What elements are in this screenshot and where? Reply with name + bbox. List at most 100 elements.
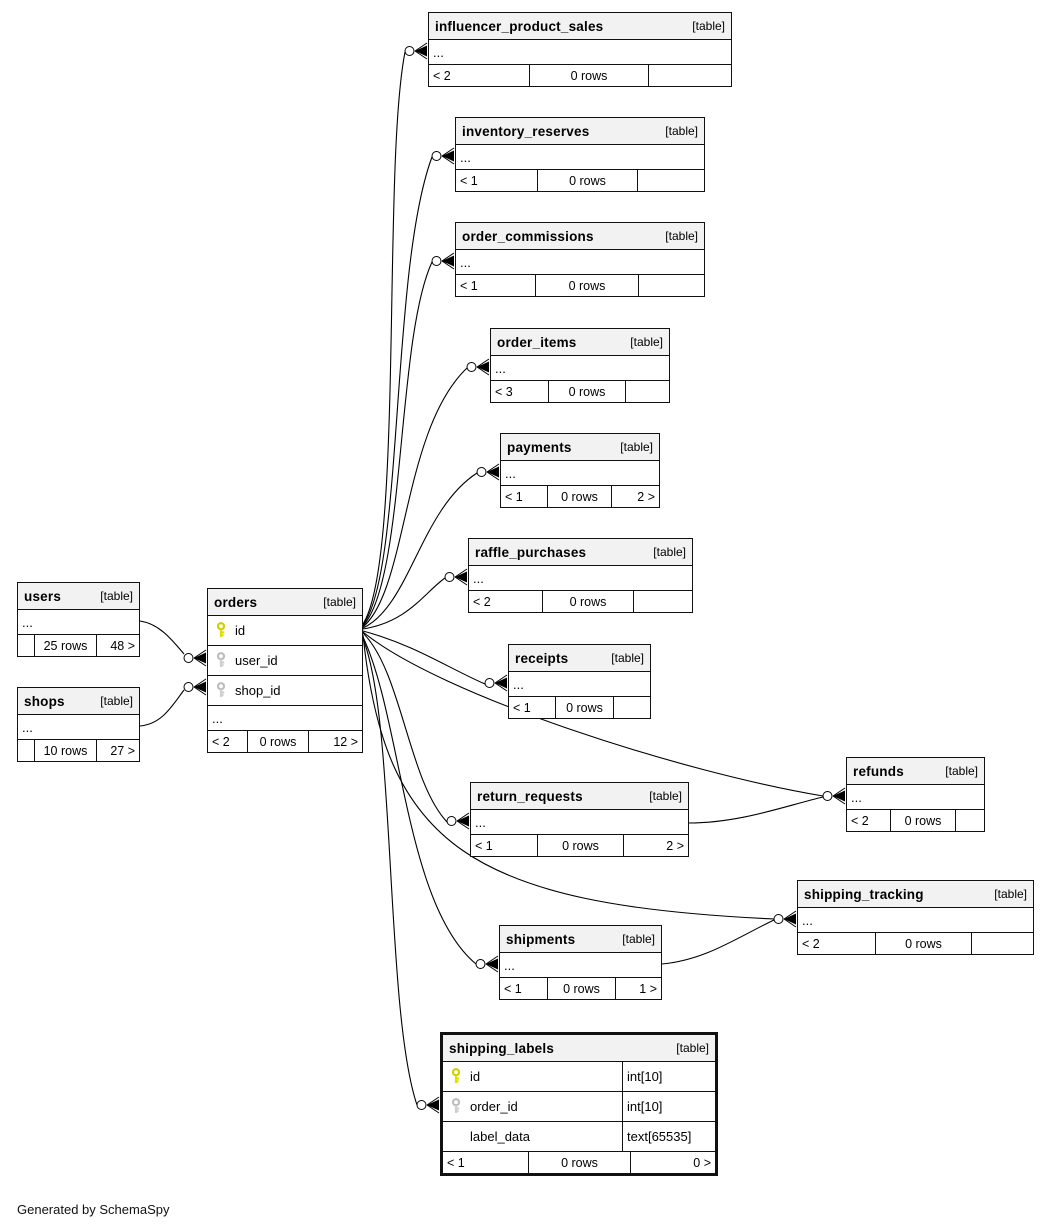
child-count bbox=[972, 933, 1033, 954]
table-name-link[interactable]: raffle_purchases bbox=[475, 544, 587, 560]
table-name-link[interactable]: shipments bbox=[506, 931, 576, 947]
child-count bbox=[639, 275, 704, 296]
parent-count: < 3 bbox=[495, 384, 513, 399]
child-count: 2 > bbox=[666, 838, 684, 853]
parent-count: < 1 bbox=[460, 173, 478, 188]
table-payments: payments [table] ... < 1 0 rows 2 > bbox=[500, 433, 660, 508]
edge-orders-influencer_product_sales bbox=[362, 51, 406, 625]
crowfoot-zero-many-icon bbox=[404, 42, 428, 60]
crowfoot-zero-many-icon bbox=[183, 649, 207, 667]
child-count bbox=[638, 170, 704, 191]
table-name-link[interactable]: shops bbox=[24, 693, 65, 709]
columns-ellipsis: ... bbox=[208, 706, 362, 731]
row-count: 0 rows bbox=[535, 275, 639, 296]
parent-count: < 2 bbox=[473, 594, 491, 609]
table-return_requests: return_requests [table] ... < 1 0 rows 2… bbox=[470, 782, 689, 857]
table-name-link[interactable]: receipts bbox=[515, 650, 569, 666]
table-name-link[interactable]: orders bbox=[214, 594, 258, 610]
columns-ellipsis: ... bbox=[18, 610, 139, 635]
parent-count: < 2 bbox=[212, 734, 230, 749]
row-count: 0 rows bbox=[529, 65, 649, 86]
row-count: 0 rows bbox=[537, 835, 624, 856]
table-raffle_purchases: raffle_purchases [table] ... < 2 0 rows bbox=[468, 538, 693, 613]
table-inventory_reserves: inventory_reserves [table] ... < 1 0 row… bbox=[455, 117, 705, 192]
no-key-icon bbox=[449, 1128, 462, 1145]
row-count: 0 rows bbox=[555, 697, 614, 718]
columns-ellipsis: ... bbox=[456, 145, 704, 170]
table-tag: [table] bbox=[100, 694, 133, 708]
columns-ellipsis: ... bbox=[456, 250, 704, 275]
table-tag: [table] bbox=[676, 1041, 709, 1055]
table-tag: [table] bbox=[323, 595, 356, 609]
table-name-link[interactable]: inventory_reserves bbox=[462, 123, 590, 139]
edge-return_requests-refunds bbox=[688, 796, 824, 824]
table-shipments: shipments [table] ... < 1 0 rows 1 > bbox=[499, 925, 662, 1000]
parent-count: < 2 bbox=[802, 936, 820, 951]
parent-count: < 1 bbox=[505, 489, 523, 504]
crowfoot-zero-many-icon bbox=[431, 252, 455, 270]
table-name-link[interactable]: payments bbox=[507, 439, 572, 455]
column-row: id bbox=[208, 616, 362, 646]
row-count: 0 rows bbox=[542, 591, 634, 612]
column-row: shop_id bbox=[208, 676, 362, 706]
row-count: 0 rows bbox=[875, 933, 972, 954]
crowfoot-zero-many-icon bbox=[484, 674, 508, 692]
table-receipts: receipts [table] ... < 1 0 rows bbox=[508, 644, 651, 719]
table-name-link[interactable]: shipping_labels bbox=[449, 1040, 555, 1056]
foreign-key-icon bbox=[449, 1098, 462, 1115]
edge-users-orders bbox=[139, 620, 185, 655]
primary-key-icon bbox=[214, 622, 227, 639]
child-count: 12 > bbox=[333, 734, 358, 749]
child-count bbox=[634, 591, 692, 612]
crowfoot-zero-many-icon bbox=[476, 463, 500, 481]
row-count: 0 rows bbox=[548, 381, 626, 402]
edge-orders-refunds bbox=[362, 631, 824, 797]
child-count bbox=[649, 65, 731, 86]
row-count: 0 rows bbox=[890, 810, 956, 831]
parent-count: < 1 bbox=[460, 278, 478, 293]
table-name-link[interactable]: refunds bbox=[853, 763, 904, 779]
edge-shops-orders bbox=[139, 689, 185, 727]
table-name-link[interactable]: order_commissions bbox=[462, 228, 594, 244]
table-orders: orders [table] id user_id shop_id ... < … bbox=[207, 588, 363, 753]
table-name-link[interactable]: shipping_tracking bbox=[804, 886, 924, 902]
child-count: 48 > bbox=[110, 638, 135, 653]
crowfoot-zero-many-icon bbox=[822, 787, 846, 805]
column-row: id int[10] bbox=[443, 1062, 715, 1092]
table-name-link[interactable]: influencer_product_sales bbox=[435, 18, 604, 34]
child-count bbox=[626, 381, 669, 402]
row-count: 10 rows bbox=[34, 740, 97, 761]
column-row: user_id bbox=[208, 646, 362, 676]
table-name-link[interactable]: users bbox=[24, 588, 62, 604]
column-name: shop_id bbox=[235, 683, 281, 698]
column-row: order_id int[10] bbox=[443, 1092, 715, 1122]
table-tag: [table] bbox=[945, 764, 978, 778]
columns-ellipsis: ... bbox=[509, 672, 650, 697]
primary-key-icon bbox=[449, 1068, 462, 1085]
table-name-link[interactable]: return_requests bbox=[477, 788, 583, 804]
table-tag: [table] bbox=[994, 887, 1027, 901]
child-count: 2 > bbox=[637, 489, 655, 504]
crowfoot-zero-many-icon bbox=[466, 358, 490, 376]
table-shops: shops [table] ... 10 rows 27 > bbox=[17, 687, 140, 762]
table-tag: [table] bbox=[100, 589, 133, 603]
table-tag: [table] bbox=[653, 545, 686, 559]
child-count: 27 > bbox=[110, 743, 135, 758]
table-shipping_labels: shipping_labels [table] id int[10] order… bbox=[440, 1032, 718, 1176]
crowfoot-zero-many-icon bbox=[773, 910, 797, 928]
column-name: user_id bbox=[235, 653, 278, 668]
table-tag: [table] bbox=[622, 932, 655, 946]
row-count: 0 rows bbox=[247, 731, 309, 752]
edge-orders-receipts bbox=[362, 630, 486, 685]
parent-count: < 2 bbox=[851, 813, 869, 828]
column-type: int[10] bbox=[622, 1062, 715, 1091]
row-count: 0 rows bbox=[537, 170, 638, 191]
child-count bbox=[956, 810, 984, 831]
table-influencer_product_sales: influencer_product_sales [table] ... < 2… bbox=[428, 12, 732, 87]
parent-count bbox=[18, 740, 34, 761]
edge-orders-raffle_purchases bbox=[362, 577, 446, 630]
parent-count: < 1 bbox=[475, 838, 493, 853]
table-name-link[interactable]: order_items bbox=[497, 334, 577, 350]
parent-count: < 1 bbox=[447, 1155, 465, 1170]
